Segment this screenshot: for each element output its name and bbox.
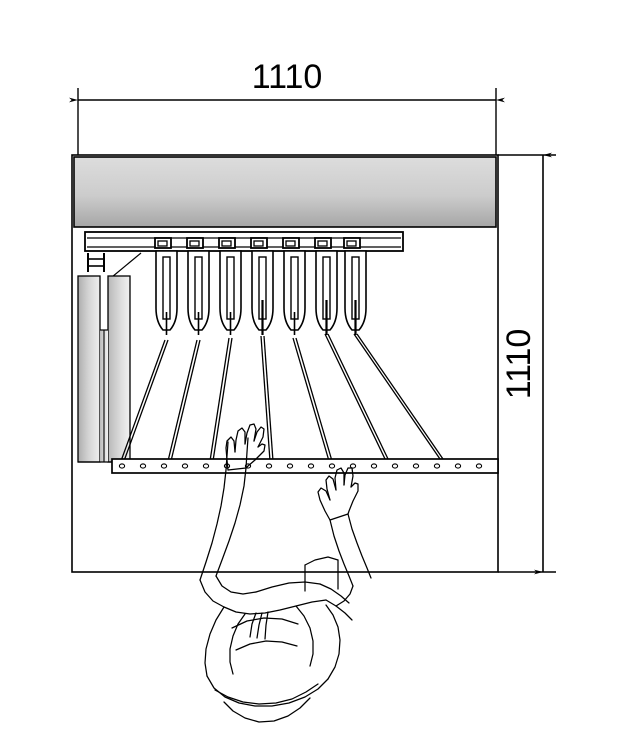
cable-run bbox=[356, 333, 444, 460]
lower-rail-body bbox=[111, 458, 499, 474]
suspended-tool bbox=[283, 250, 306, 335]
cable-run bbox=[353, 333, 441, 460]
cable-run bbox=[120, 339, 166, 462]
rail-hole bbox=[139, 463, 147, 469]
rail-carriage bbox=[186, 237, 204, 249]
cable-run bbox=[324, 333, 387, 462]
cable-run bbox=[212, 337, 233, 462]
rail-carriage bbox=[314, 237, 332, 249]
upper-guide-rail bbox=[84, 231, 404, 252]
column-right-post bbox=[107, 275, 131, 463]
suspended-tool bbox=[155, 250, 178, 335]
rail-hole bbox=[181, 463, 189, 469]
lower-rail-hole-group bbox=[118, 463, 483, 469]
top-gradient-panel bbox=[73, 156, 497, 228]
suspended-tool bbox=[219, 250, 242, 335]
left-vertical-column bbox=[77, 252, 142, 463]
operator-right-arm bbox=[317, 467, 372, 587]
rail-hole bbox=[454, 463, 462, 469]
h-bracket-symbol bbox=[87, 253, 105, 272]
rail-hole bbox=[118, 463, 126, 469]
width-dimension: 1110 bbox=[69, 58, 505, 156]
cable-run bbox=[327, 333, 390, 462]
rail-hole bbox=[370, 463, 378, 469]
cable-run bbox=[167, 339, 198, 462]
cable-run bbox=[260, 335, 271, 462]
height-dimension: 1110 bbox=[498, 152, 556, 575]
cable-run bbox=[209, 337, 230, 462]
rail-hole bbox=[265, 463, 273, 469]
width-dimension-label: 1110 bbox=[252, 58, 323, 96]
cable-run bbox=[295, 337, 333, 462]
rail-carriage bbox=[282, 237, 300, 249]
operator-top-view-figure bbox=[199, 423, 372, 723]
operator-reference-box bbox=[304, 556, 339, 592]
rail-hole bbox=[433, 463, 441, 469]
suspended-tool bbox=[251, 250, 274, 335]
rail-hole bbox=[160, 463, 168, 469]
rail-carriage bbox=[343, 237, 361, 249]
suspended-tool-row bbox=[155, 250, 367, 335]
rail-hole bbox=[412, 463, 420, 469]
rail-hole bbox=[391, 463, 399, 469]
rail-hole bbox=[307, 463, 315, 469]
rail-carriage bbox=[154, 237, 172, 249]
suspended-tool bbox=[315, 250, 338, 335]
rail-hole bbox=[202, 463, 210, 469]
operator-shoulders bbox=[199, 575, 354, 621]
cable-run bbox=[292, 337, 330, 462]
rail-hole bbox=[475, 463, 483, 469]
rail-carriage-group bbox=[154, 237, 361, 249]
cable-run-lines bbox=[120, 333, 444, 462]
cable-run bbox=[170, 339, 201, 462]
rail-carriage bbox=[250, 237, 268, 249]
lower-perforated-rail bbox=[111, 458, 499, 474]
rail-hole bbox=[286, 463, 294, 469]
top-panel-body bbox=[73, 156, 497, 228]
operator-torso bbox=[204, 604, 341, 723]
column-leader-line bbox=[111, 252, 142, 278]
cable-run bbox=[123, 339, 169, 462]
suspended-tool bbox=[344, 250, 367, 335]
suspended-tool bbox=[187, 250, 210, 335]
rail-carriage bbox=[218, 237, 236, 249]
height-dimension-label: 1110 bbox=[500, 329, 538, 400]
rail-hole bbox=[349, 463, 357, 469]
rail-hole bbox=[244, 463, 252, 469]
cable-run bbox=[263, 335, 274, 462]
column-left-post bbox=[77, 275, 101, 463]
rail-hole bbox=[328, 463, 336, 469]
operator-left-arm bbox=[199, 423, 266, 581]
